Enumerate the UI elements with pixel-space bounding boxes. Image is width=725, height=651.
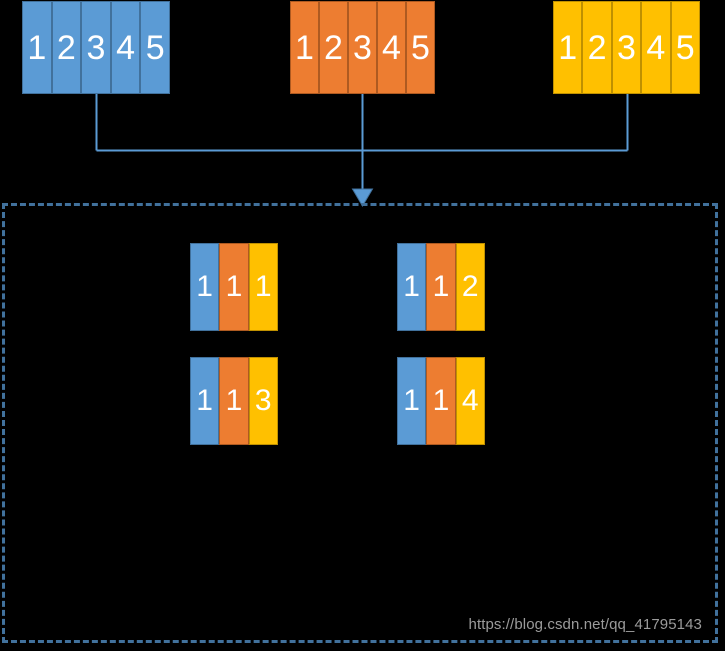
array-cell: 2	[51, 1, 82, 94]
array-cell: 4	[377, 1, 406, 94]
tuple-cell: 1	[219, 357, 249, 445]
tuple-cell: 1	[426, 357, 456, 445]
tuple-cell: 2	[455, 243, 485, 331]
tuple-cell: 1	[397, 243, 427, 331]
source-array-orange: 1 2 3 4 5	[290, 1, 435, 94]
tuple-cell: 1	[190, 357, 220, 445]
watermark-text: https://blog.csdn.net/qq_41795143	[468, 616, 702, 633]
array-cell: 5	[670, 1, 700, 94]
result-tuple: 1 1 4	[397, 357, 485, 445]
array-cell: 5	[406, 1, 435, 94]
array-cell: 1	[290, 1, 319, 94]
array-cell: 3	[348, 1, 377, 94]
tuple-cell: 1	[426, 243, 456, 331]
array-cell: 1	[553, 1, 583, 94]
tuple-cell: 1	[190, 243, 220, 331]
result-tuple: 1 1 3	[190, 357, 278, 445]
source-array-blue: 1 2 3 4 5	[22, 1, 170, 94]
result-set-region	[2, 203, 718, 643]
array-cell: 2	[582, 1, 612, 94]
array-cell: 4	[110, 1, 141, 94]
tuple-cell: 1	[248, 243, 278, 331]
array-cell: 3	[81, 1, 111, 94]
array-cell: 5	[140, 1, 170, 94]
array-cell: 3	[611, 1, 642, 94]
array-cell: 1	[22, 1, 52, 94]
tuple-cell: 1	[219, 243, 249, 331]
result-tuple: 1 1 2	[397, 243, 485, 331]
source-array-yellow: 1 2 3 4 5	[553, 1, 700, 94]
array-cell: 4	[641, 1, 671, 94]
tuple-cell: 3	[248, 357, 278, 445]
result-tuple: 1 1 1	[190, 243, 278, 331]
tuple-cell: 4	[455, 357, 485, 445]
array-cell: 2	[319, 1, 348, 94]
tuple-cell: 1	[397, 357, 427, 445]
